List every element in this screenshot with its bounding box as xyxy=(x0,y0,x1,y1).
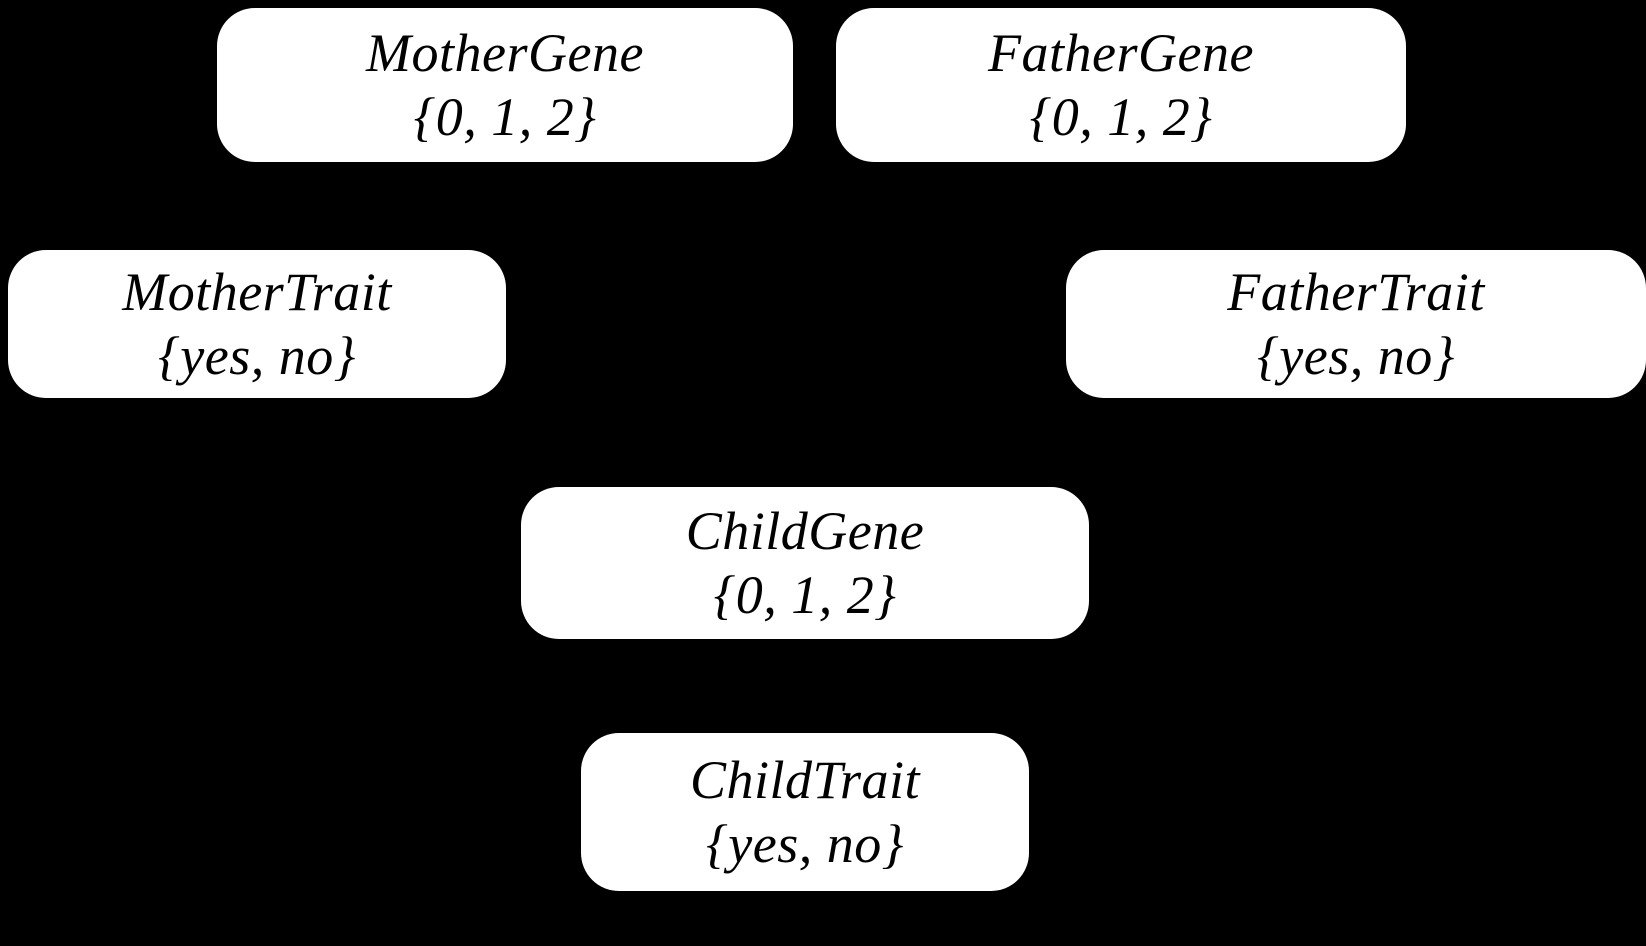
node-mother-trait[interactable]: MotherTrait {yes, no} xyxy=(8,250,506,398)
node-father-trait-domain: {yes, no} xyxy=(1257,326,1455,386)
node-father-gene-title: FatherGene xyxy=(988,22,1254,83)
node-child-gene-domain: {0, 1, 2} xyxy=(713,565,897,625)
node-mother-gene-title: MotherGene xyxy=(366,22,644,83)
node-father-gene[interactable]: FatherGene {0, 1, 2} xyxy=(836,8,1406,162)
node-child-trait-domain: {yes, no} xyxy=(706,814,904,874)
node-mother-trait-title: MotherTrait xyxy=(122,261,392,322)
node-mother-trait-domain: {yes, no} xyxy=(158,326,356,386)
node-father-trait-title: FatherTrait xyxy=(1227,261,1485,322)
node-mother-gene[interactable]: MotherGene {0, 1, 2} xyxy=(217,8,793,162)
node-father-gene-domain: {0, 1, 2} xyxy=(1029,87,1213,147)
node-child-gene-title: ChildGene xyxy=(685,500,925,561)
node-child-trait[interactable]: ChildTrait {yes, no} xyxy=(581,733,1029,891)
node-mother-gene-domain: {0, 1, 2} xyxy=(413,87,597,147)
node-child-gene[interactable]: ChildGene {0, 1, 2} xyxy=(521,487,1089,639)
node-father-trait[interactable]: FatherTrait {yes, no} xyxy=(1066,250,1646,398)
node-child-trait-title: ChildTrait xyxy=(689,749,921,810)
